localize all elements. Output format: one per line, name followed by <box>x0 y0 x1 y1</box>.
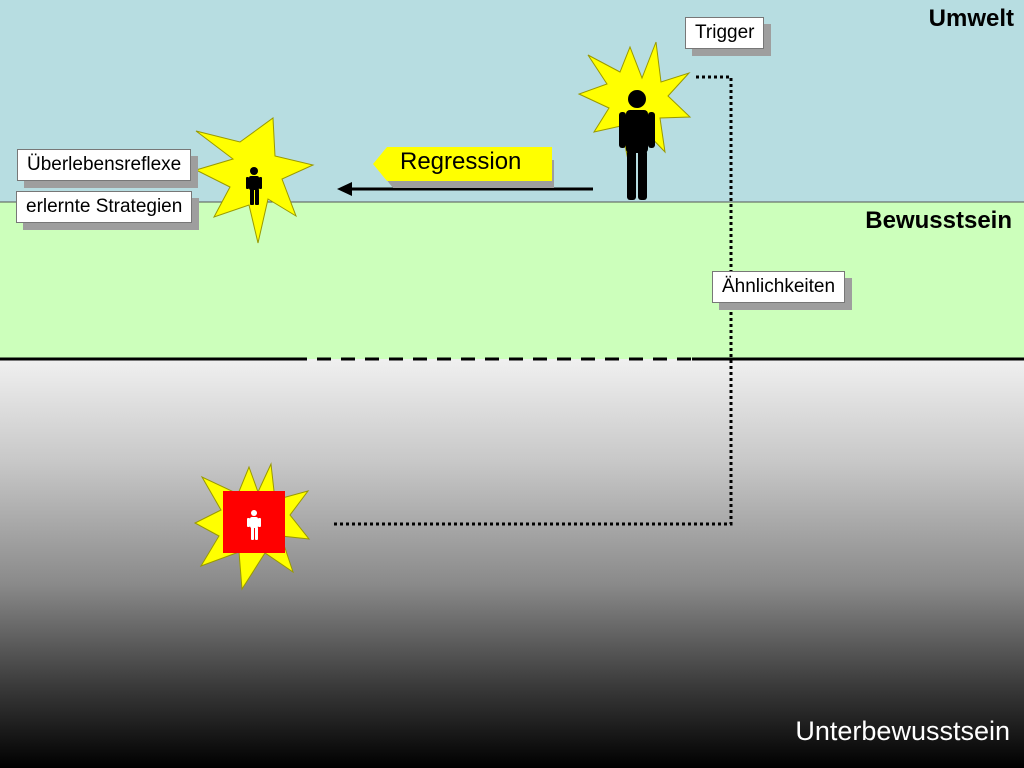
zone-bewusstsein <box>0 202 1024 359</box>
label-erlernte-strategien: erlernte Strategien <box>16 191 193 223</box>
dotted-connector <box>334 75 733 526</box>
person-icon <box>247 510 261 540</box>
zone-title-umwelt: Umwelt <box>928 5 1014 32</box>
regression-tag <box>373 147 552 181</box>
person-icon <box>246 167 262 205</box>
zone-title-unterbewusstsein: Unterbewusstsein <box>795 716 1010 746</box>
label-aehnlichkeiten: Ähnlichkeiten <box>712 271 846 303</box>
zone-unterbewusstsein <box>0 359 1024 768</box>
person-icon <box>619 90 655 200</box>
arrow-left-head <box>337 182 352 196</box>
zone-title-bewusstsein: Bewusstsein <box>865 207 1012 234</box>
label-trigger: Trigger <box>685 17 765 49</box>
label-ueberlebensreflexe: Überlebensreflexe <box>17 149 192 181</box>
label-regression: Regression <box>400 148 522 175</box>
